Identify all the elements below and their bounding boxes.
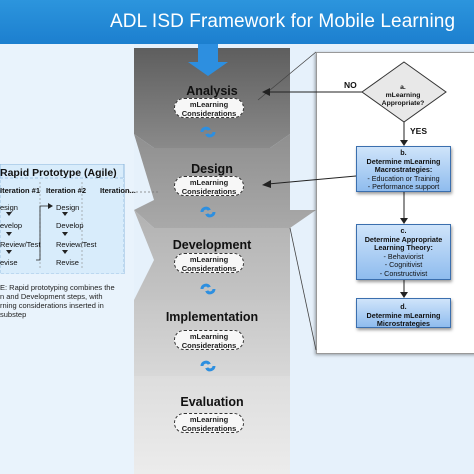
cycle-icon	[200, 206, 216, 218]
iteration-more-label: Iteration...	[100, 186, 136, 195]
box-b-index: b.	[400, 148, 407, 157]
diamond-line-1: a.	[400, 84, 406, 91]
box-d-title: Determine mLearning	[366, 310, 441, 320]
pill-line-1: mLearning	[189, 178, 229, 187]
stage-label-evaluation: Evaluation	[180, 395, 244, 409]
col1-step-design: esign	[0, 203, 18, 212]
box-c-index: c.	[400, 226, 407, 235]
col2-step-develop: Develop	[56, 221, 84, 230]
box-c-item: - Constructivist	[379, 268, 428, 278]
stage-label-design: Design	[191, 162, 233, 176]
box-c-item: - Cognitivist	[384, 260, 423, 269]
header-bar	[0, 0, 474, 44]
page-title: ADL ISD Framework for Mobile Learning	[110, 11, 456, 32]
pill-line-2: Considerations	[181, 424, 237, 433]
box-b-title: Determine mLearning	[366, 156, 441, 166]
note-line: E: Rapid prototyping combines the	[0, 283, 115, 292]
iteration-2-label: Iteration #2	[46, 186, 87, 195]
pill-line-1: mLearning	[189, 255, 229, 264]
pill-line-2: Considerations	[181, 109, 237, 118]
box-d-index: d.	[400, 302, 407, 311]
col1-step-develop: evelop	[0, 221, 23, 230]
pill-line-2: Considerations	[181, 264, 237, 273]
note-line: rning considerations inserted in	[0, 301, 104, 310]
box-macrostrategies: b. Determine mLearning Macrostrategies: …	[356, 146, 451, 192]
considerations-pill-design: mLearning Considerations	[174, 176, 244, 196]
stage-label-development: Development	[172, 238, 252, 252]
pill-line-1: mLearning	[189, 100, 229, 109]
col2-step-review: Review/Test	[56, 240, 97, 249]
yes-label: YES	[410, 126, 428, 136]
agile-title: Rapid Prototype (Agile)	[0, 167, 117, 179]
box-d-subtitle: Microstrategies	[376, 319, 431, 328]
cycle-icon	[200, 360, 216, 372]
cycle-icon	[200, 126, 216, 138]
cycle-icon	[200, 283, 216, 295]
box-b-subtitle: Macrostrategies:	[374, 165, 433, 174]
diamond-line-2: mLearning	[385, 92, 421, 99]
considerations-pill-evaluation: mLearning Considerations	[174, 413, 244, 433]
agile-box	[0, 164, 158, 274]
box-b-item: - Performance support	[367, 182, 440, 191]
box-b-item: - Education or Training	[367, 173, 440, 183]
agile-note: E: Rapid prototyping combines the n and …	[0, 283, 122, 319]
box-c-subtitle: Learning Theory:	[374, 243, 433, 252]
stage-label-implementation: Implementation	[165, 310, 259, 324]
diamond-line-3: Appropriate?	[381, 100, 425, 107]
col2-step-design: Design	[56, 203, 80, 212]
pill-line-1: mLearning	[189, 332, 229, 341]
stage-label-analysis: Analysis	[186, 84, 238, 98]
considerations-pill-analysis: mLearning Considerations	[174, 98, 244, 118]
box-microstrategies: d. Determine mLearning Microstrategies	[356, 298, 451, 328]
col2-step-revise: Revise	[56, 258, 79, 267]
considerations-pill-implementation: mLearning Considerations	[174, 330, 244, 350]
box-c-item: - Behaviorist	[383, 251, 424, 261]
decision-label: a. mLearning Appropriate?	[376, 84, 430, 108]
pill-line-2: Considerations	[181, 187, 237, 196]
pill-line-2: Considerations	[181, 341, 237, 350]
considerations-pill-development: mLearning Considerations	[174, 253, 244, 273]
col1-step-review: Review/Test	[0, 240, 41, 249]
entry-arrow	[188, 44, 228, 76]
no-label: NO	[344, 80, 357, 90]
pill-line-1: mLearning	[189, 415, 229, 424]
iteration-1-label: Iteration #1	[0, 186, 41, 195]
col1-step-revise: evise	[0, 258, 18, 267]
note-line: substep	[0, 310, 27, 319]
box-learning-theory: c. Determine Appropriate Learning Theory…	[356, 224, 451, 280]
box-c-title: Determine Appropriate	[364, 234, 443, 244]
note-line: n and Development steps, with	[0, 292, 103, 301]
